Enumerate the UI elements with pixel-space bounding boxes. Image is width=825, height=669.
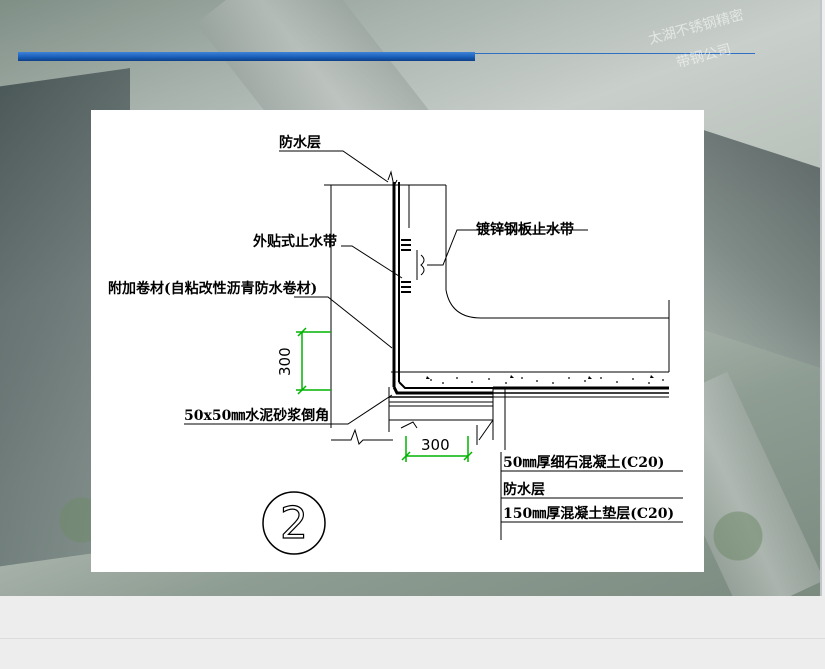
label-waterproof-layer-top: 防水层 <box>279 134 321 151</box>
fine-concrete-hatch <box>426 375 664 384</box>
bottom-divider <box>0 638 825 639</box>
label-additional-membrane: 附加卷材(自粘改性沥青防水卷材) <box>108 280 317 297</box>
leader-lines <box>184 150 683 540</box>
label-external-waterstop: 外贴式止水带 <box>253 233 337 250</box>
dimension-horizontal-label: 300 <box>421 436 450 454</box>
bottom-strip <box>0 596 825 669</box>
break-lines <box>331 170 418 445</box>
header-accent-bar <box>18 52 475 61</box>
slide-background: 太湖不锈钢精密 带钢公司 <box>0 0 822 596</box>
dimension-vertical <box>296 327 331 395</box>
label-cement-chamfer: 50x50㎜水泥砂浆倒角 <box>184 407 329 424</box>
detail-svg: 300 300 防水层 外贴式止水带 镀锌钢板止水带 附加卷材(自粘改性沥青防水… <box>108 134 683 555</box>
header-accent-line <box>475 53 755 54</box>
detail-number: 2 <box>280 498 308 549</box>
label-waterproof-layer-bottom: 防水层 <box>503 481 545 498</box>
dimension-vertical-label: 300 <box>276 347 294 376</box>
waterproof-membrane <box>388 182 669 450</box>
watermark: 太湖不锈钢精密 带钢公司 <box>634 0 765 87</box>
external-waterstop <box>401 239 411 293</box>
detail-number-circle <box>262 491 326 555</box>
construction-detail-drawing: 300 300 防水层 外贴式止水带 镀锌钢板止水带 附加卷材(自粘改性沥青防水… <box>91 110 704 572</box>
label-concrete-cushion: 150㎜厚混凝土垫层(C20) <box>503 505 674 522</box>
label-fine-concrete: 50㎜厚细石混凝土(C20) <box>503 454 664 471</box>
background-building-right <box>690 125 820 375</box>
galvanized-waterstop <box>416 250 425 280</box>
dimension-horizontal <box>401 436 473 462</box>
label-galvanized-waterstop: 镀锌钢板止水带 <box>476 221 574 238</box>
